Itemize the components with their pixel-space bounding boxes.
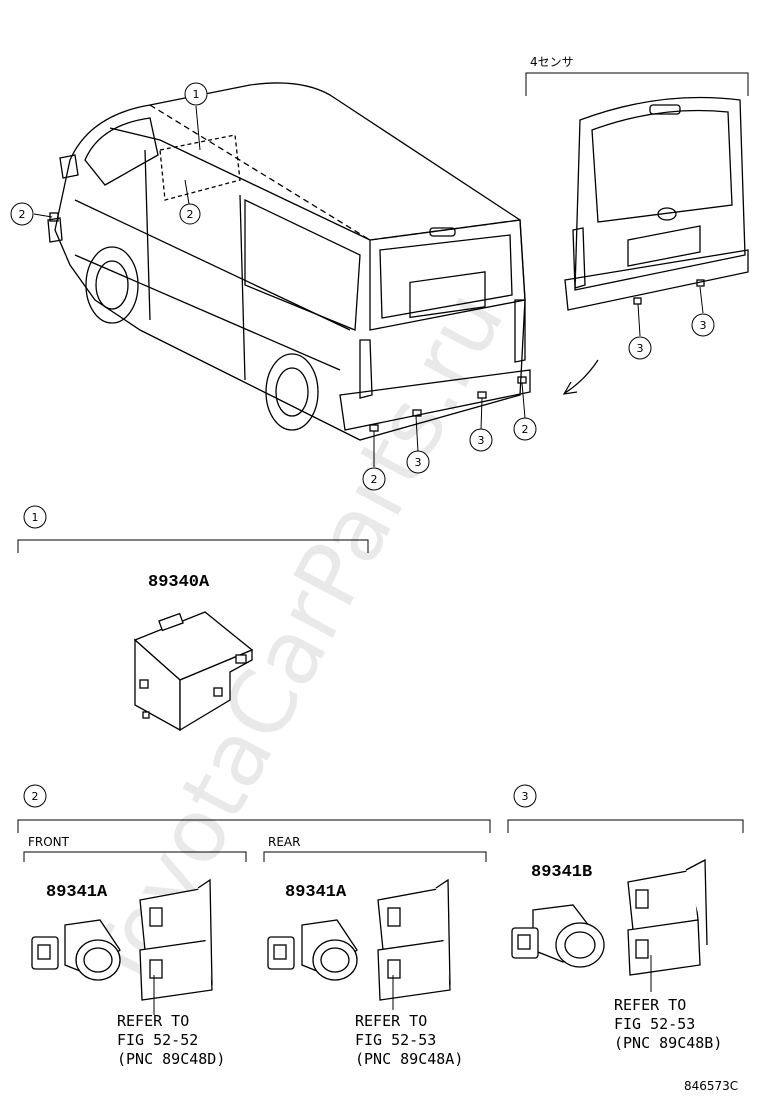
front-label: FRONT bbox=[28, 835, 70, 849]
svg-text:2: 2 bbox=[19, 208, 26, 221]
svg-text:FIG 52-53: FIG 52-53 bbox=[614, 1015, 695, 1033]
section-1-marker: 1 bbox=[23, 505, 47, 529]
section-2-marker: 2 bbox=[23, 784, 47, 808]
callout-3-variant-b: 3 bbox=[691, 313, 715, 337]
figure-id: 846573C bbox=[684, 1079, 738, 1093]
variant-holder-drawing bbox=[627, 858, 708, 976]
svg-text:(PNC 89C48D): (PNC 89C48D) bbox=[117, 1050, 225, 1068]
rear-reference: REFER TO FIG 52-53 (PNC 89C48A) bbox=[355, 1012, 463, 1068]
svg-text:3: 3 bbox=[637, 342, 644, 355]
svg-text:FIG 52-52: FIG 52-52 bbox=[117, 1031, 198, 1049]
svg-text:3: 3 bbox=[700, 319, 707, 332]
callout-3-variant-a: 3 bbox=[628, 336, 652, 360]
front-reference: REFER TO FIG 52-52 (PNC 89C48D) bbox=[117, 1012, 225, 1068]
variant-bracket bbox=[525, 72, 749, 96]
variant-callouts bbox=[637, 286, 704, 337]
variant-reference: REFER TO FIG 52-53 (PNC 89C48B) bbox=[614, 996, 722, 1052]
svg-text:REFER TO: REFER TO bbox=[117, 1012, 189, 1030]
computer-module-drawing bbox=[133, 611, 254, 732]
front-bracket bbox=[23, 851, 247, 862]
svg-text:(PNC 89C48A): (PNC 89C48A) bbox=[355, 1050, 463, 1068]
front-holder-drawing bbox=[139, 878, 213, 1001]
svg-text:2: 2 bbox=[371, 473, 378, 486]
svg-text:2: 2 bbox=[522, 423, 529, 436]
svg-text:3: 3 bbox=[478, 434, 485, 447]
callout-2-interior: 2 bbox=[179, 203, 201, 225]
callout-2-rear-right: 2 bbox=[513, 417, 537, 441]
callout-2-front: 2 bbox=[10, 202, 34, 226]
variant-label: 4センサ bbox=[530, 55, 574, 69]
part-number-computer: 89340A bbox=[148, 573, 210, 592]
svg-text:2: 2 bbox=[187, 208, 194, 221]
callout-1-top: 1 bbox=[184, 82, 208, 106]
rear-sensor-drawing bbox=[267, 919, 358, 981]
front-sensor-drawing bbox=[31, 919, 121, 981]
callout-3-rear-b: 3 bbox=[469, 428, 493, 452]
callout-3-rear-a: 3 bbox=[406, 450, 430, 474]
section-3-marker: 3 bbox=[513, 784, 537, 808]
part-number-variant-sensor: 89341B bbox=[531, 863, 592, 882]
svg-text:REFER TO: REFER TO bbox=[614, 996, 686, 1014]
svg-text:REFER TO: REFER TO bbox=[355, 1012, 427, 1030]
section-3-bracket bbox=[507, 819, 744, 833]
section-1-bracket bbox=[17, 539, 369, 553]
rear-label: REAR bbox=[268, 835, 300, 849]
part-number-rear-sensor: 89341A bbox=[285, 883, 347, 902]
van-illustration bbox=[47, 82, 531, 441]
van-callouts bbox=[33, 105, 526, 467]
rear-bracket bbox=[263, 851, 487, 862]
callout-2-rear-left: 2 bbox=[362, 467, 386, 491]
rear-holder-drawing bbox=[377, 878, 451, 1001]
section-2-bracket bbox=[17, 819, 491, 833]
svg-text:3: 3 bbox=[522, 790, 529, 803]
svg-text:1: 1 bbox=[193, 88, 200, 101]
direction-arrow bbox=[562, 359, 599, 395]
variant-sensor-drawing bbox=[511, 904, 605, 968]
svg-text:1: 1 bbox=[32, 511, 39, 524]
svg-text:2: 2 bbox=[32, 790, 39, 803]
rear-door-illustration bbox=[564, 96, 749, 311]
svg-text:FIG 52-53: FIG 52-53 bbox=[355, 1031, 436, 1049]
svg-text:(PNC 89C48B): (PNC 89C48B) bbox=[614, 1034, 722, 1052]
part-number-front-sensor: 89341A bbox=[46, 883, 108, 902]
svg-text:3: 3 bbox=[415, 456, 422, 469]
